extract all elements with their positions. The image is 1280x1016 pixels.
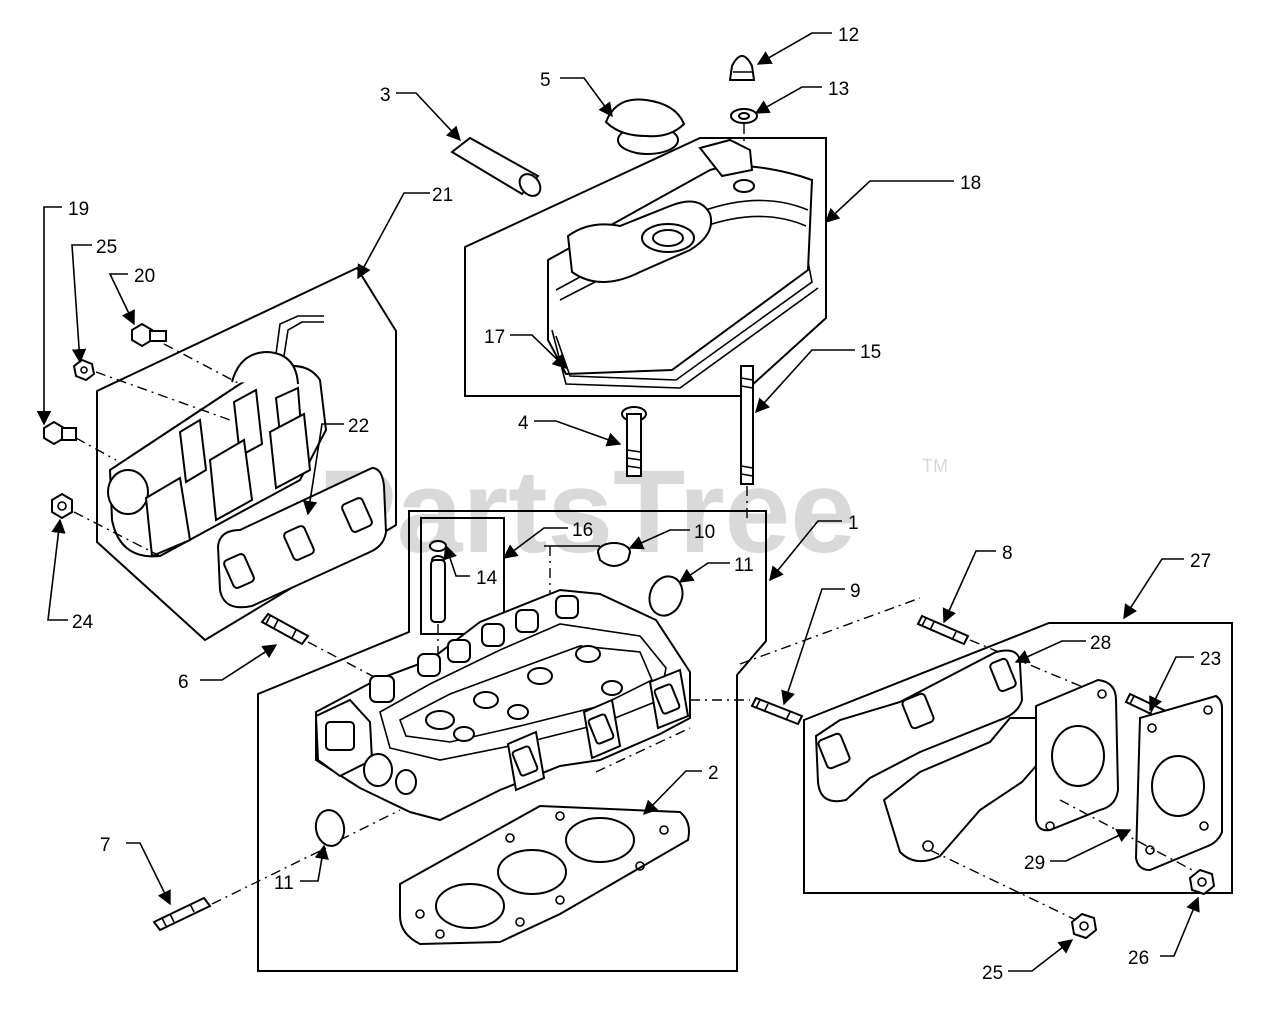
hex-nut-26 (1188, 868, 1216, 896)
callout-1: 1 (848, 513, 859, 534)
injector-sub-box (420, 517, 505, 635)
manifold-stud-6 (260, 612, 310, 646)
callout-24: 24 (72, 612, 94, 633)
head-gasket (399, 804, 690, 946)
valve-cover (547, 138, 814, 376)
callout-12: 12 (838, 25, 859, 46)
intake-bolt (43, 420, 77, 446)
hex-nut-25 (1070, 912, 1098, 940)
callout-18: 18 (960, 173, 981, 194)
callout-25-top: 25 (96, 237, 117, 258)
callout-16: 16 (572, 520, 593, 541)
exhaust-stud-7 (152, 896, 212, 932)
callout-17: 17 (484, 327, 505, 348)
exhaust-flange-gasket (1134, 694, 1223, 872)
callout-9: 9 (850, 581, 861, 602)
nozzle-holder (429, 540, 447, 623)
callout-13: 13 (828, 79, 849, 100)
callout-14: 14 (476, 568, 498, 589)
callout-22: 22 (348, 416, 369, 437)
intake-bolt-20 (131, 322, 167, 348)
callout-4: 4 (518, 413, 529, 434)
acorn-nut (728, 55, 756, 81)
cylinder-head (314, 588, 691, 822)
callout-7: 7 (100, 835, 111, 856)
exhaust-manifold-gasket (814, 649, 1024, 803)
callout-15: 15 (860, 342, 881, 363)
breather-hose (450, 136, 542, 197)
long-stud (740, 365, 754, 485)
oil-filler-cap (604, 98, 686, 155)
callout-10: 10 (694, 522, 715, 543)
intake-manifold (107, 315, 328, 558)
hex-nut-24 (51, 492, 73, 520)
cylinder-head-group-box (257, 510, 767, 972)
callout-6: 6 (178, 672, 189, 693)
callout-19: 19 (68, 199, 89, 220)
watermark-trademark: TM (922, 456, 948, 476)
seal-washer (730, 108, 758, 124)
callout-2: 2 (708, 763, 719, 784)
exhaust-manifold (882, 678, 1120, 863)
callout-23: 23 (1200, 649, 1221, 670)
callout-29: 29 (1024, 853, 1045, 874)
callout-11-upper: 11 (734, 555, 754, 576)
callout-5: 5 (540, 70, 551, 91)
exhaust-stud-8 (916, 614, 970, 646)
callout-3: 3 (380, 85, 391, 106)
callout-27: 27 (1190, 551, 1211, 572)
intake-manifold-group-box (96, 266, 397, 642)
expansion-plug-lower (314, 809, 346, 847)
callout-8: 8 (1002, 543, 1013, 564)
exhaust-manifold-group-box (803, 622, 1233, 894)
leader-lines (36, 32, 1200, 972)
exhaust-stud-9 (750, 696, 804, 726)
seal-cap-10 (597, 542, 631, 567)
expansion-plug-upper (648, 575, 684, 617)
callout-11-lower: 11 (274, 873, 294, 894)
callout-labels: 3 5 12 13 18 17 15 4 19 25 20 21 22 24 6… (68, 25, 1221, 984)
cover-bolt (621, 406, 647, 477)
callout-26: 26 (1128, 948, 1149, 969)
valve-cover-group-box (464, 137, 827, 397)
callout-21: 21 (432, 185, 453, 206)
callout-20: 20 (134, 266, 155, 287)
intake-manifold-gasket (216, 466, 388, 609)
hex-nut-left (72, 358, 96, 382)
callout-28: 28 (1090, 633, 1111, 654)
callout-25-bottom: 25 (982, 963, 1003, 984)
